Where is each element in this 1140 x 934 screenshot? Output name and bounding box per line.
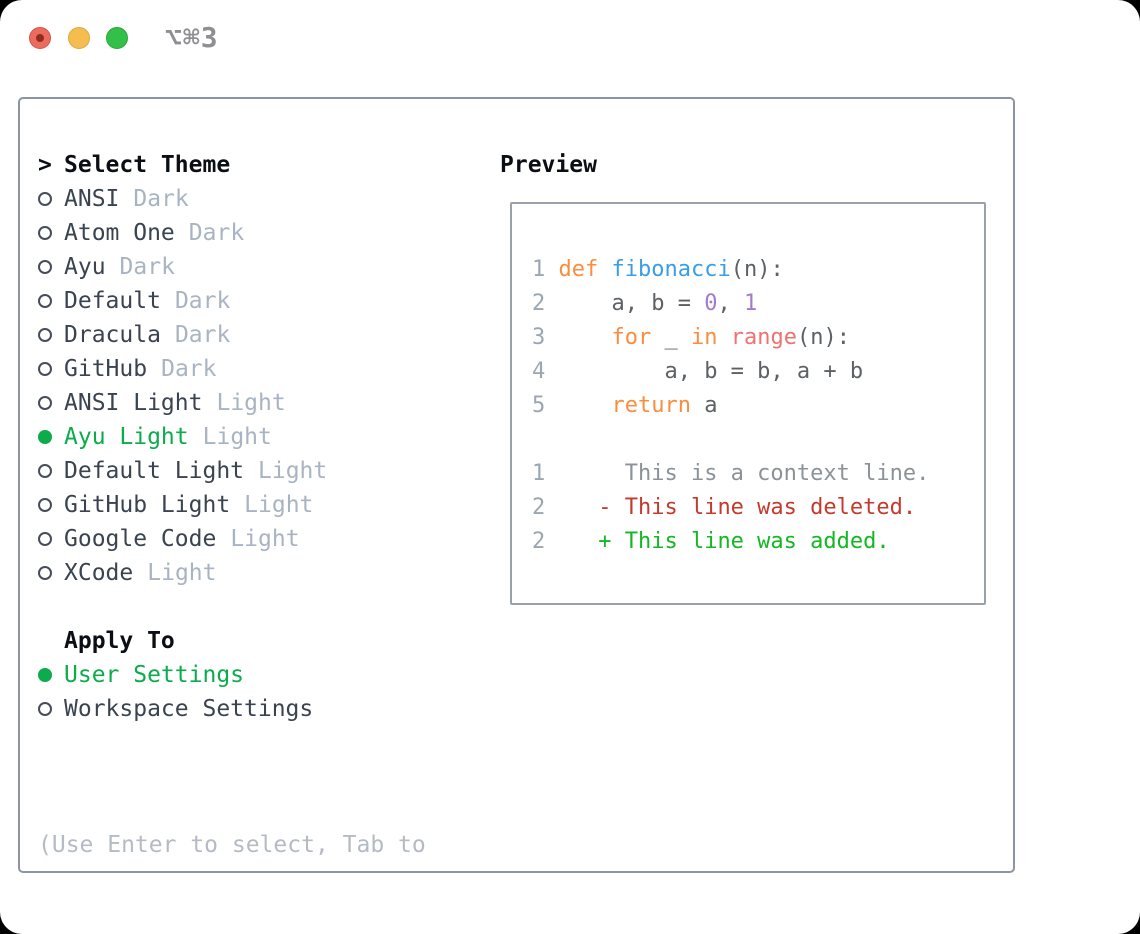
theme-option-dracula-dark[interactable]: Dracula Dark: [38, 318, 488, 352]
theme-option-label: Ayu: [64, 254, 106, 280]
diff-line-deleted: - This line was deleted.: [558, 495, 917, 520]
theme-variant-tag: Light: [202, 424, 272, 450]
radio-icon: [38, 362, 52, 376]
theme-option-ayu-dark[interactable]: Ayu Dark: [38, 250, 488, 284]
theme-picker-title-row: > Select Theme: [38, 148, 488, 182]
window-close-button[interactable]: [29, 27, 51, 49]
theme-variant-tag: Light: [230, 526, 300, 552]
radio-icon: [38, 260, 52, 274]
theme-variant-tag: Dark: [133, 186, 189, 212]
preview-section: Preview 1 def fibonacci(n): 2 a, b = 0, …: [500, 148, 1000, 605]
spacer: [38, 726, 488, 760]
theme-option-ayu-light-light[interactable]: Ayu Light Light: [38, 420, 488, 454]
theme-variant-tag: Light: [147, 560, 217, 586]
theme-variant-tag: Dark: [174, 288, 231, 314]
theme-option-default-dark[interactable]: Default Dark: [38, 284, 488, 318]
theme-option-label: GitHub: [64, 356, 148, 382]
radio-icon: [38, 464, 52, 478]
theme-variant-tag: Light: [244, 492, 314, 518]
theme-option-github-dark[interactable]: GitHub Dark: [38, 352, 488, 386]
apply-to-title: Apply To: [64, 628, 175, 654]
theme-variant-tag: Dark: [119, 254, 175, 280]
radio-icon: [38, 226, 52, 240]
theme-option-ansi-dark[interactable]: ANSI Dark: [38, 182, 488, 216]
titlebar-shortcut-label: ⌥⌘3: [165, 21, 219, 54]
radio-icon: [38, 396, 52, 410]
theme-variant-tag: Light: [216, 390, 286, 416]
focus-cursor-icon: >: [38, 152, 52, 178]
theme-option-label: Google Code: [64, 526, 217, 552]
theme-option-label: Ayu Light: [64, 424, 189, 450]
preview-box: 1 def fibonacci(n): 2 a, b = 0, 1 3 for …: [510, 202, 986, 605]
apply-option-user-settings[interactable]: User Settings: [38, 658, 488, 692]
theme-option-label: XCode: [64, 560, 134, 586]
radio-selected-icon: [38, 668, 52, 682]
theme-option-label: ANSI Light: [64, 390, 203, 416]
hint-text: (Use Enter to select, Tab to change focu…: [38, 832, 426, 858]
radio-icon: [38, 328, 52, 342]
diff-line-added: + This line was added.: [558, 529, 890, 554]
close-dot-icon: [36, 34, 44, 42]
radio-icon: [38, 192, 52, 206]
radio-icon: [38, 498, 52, 512]
theme-picker-title: Select Theme: [64, 152, 231, 178]
radio-selected-icon: [38, 430, 52, 444]
preview-code: 1 def fibonacci(n): 2 a, b = 0, 1 3 for …: [532, 257, 930, 554]
theme-option-label: Atom One: [64, 220, 175, 246]
theme-option-label: Default: [64, 288, 161, 314]
theme-option-github-light-light[interactable]: GitHub Light Light: [38, 488, 488, 522]
apply-to-header-row: Apply To: [38, 624, 488, 658]
theme-option-xcode-light[interactable]: XCode Light: [38, 556, 488, 590]
theme-variant-tag: Dark: [161, 356, 217, 382]
preview-title: Preview: [500, 152, 597, 178]
theme-variant-tag: Dark: [188, 220, 245, 246]
spacer: [38, 590, 488, 624]
apply-option-label: Workspace Settings: [64, 696, 314, 722]
theme-option-label: ANSI: [64, 186, 120, 212]
apply-option-workspace-settings[interactable]: Workspace Settings: [38, 692, 488, 726]
window-zoom-button[interactable]: [106, 27, 128, 49]
theme-option-default-light-light[interactable]: Default Light Light: [38, 454, 488, 488]
theme-variant-tag: Light: [258, 458, 328, 484]
diff-line-context: This is a context line.: [558, 461, 930, 486]
radio-icon: [38, 294, 52, 308]
apply-option-label: User Settings: [64, 662, 245, 688]
radio-icon: [38, 532, 52, 546]
theme-option-label: GitHub Light: [64, 492, 231, 518]
theme-option-atom-one-dark[interactable]: Atom One Dark: [38, 216, 488, 250]
radio-icon: [38, 702, 52, 716]
radio-icon: [38, 566, 52, 580]
theme-option-label: Default Light: [64, 458, 245, 484]
theme-option-google-code-light[interactable]: Google Code Light: [38, 522, 488, 556]
theme-option-ansi-light-light[interactable]: ANSI Light Light: [38, 386, 488, 420]
theme-variant-tag: Dark: [174, 322, 231, 348]
window-minimize-button[interactable]: [68, 27, 90, 49]
theme-option-label: Dracula: [64, 322, 161, 348]
